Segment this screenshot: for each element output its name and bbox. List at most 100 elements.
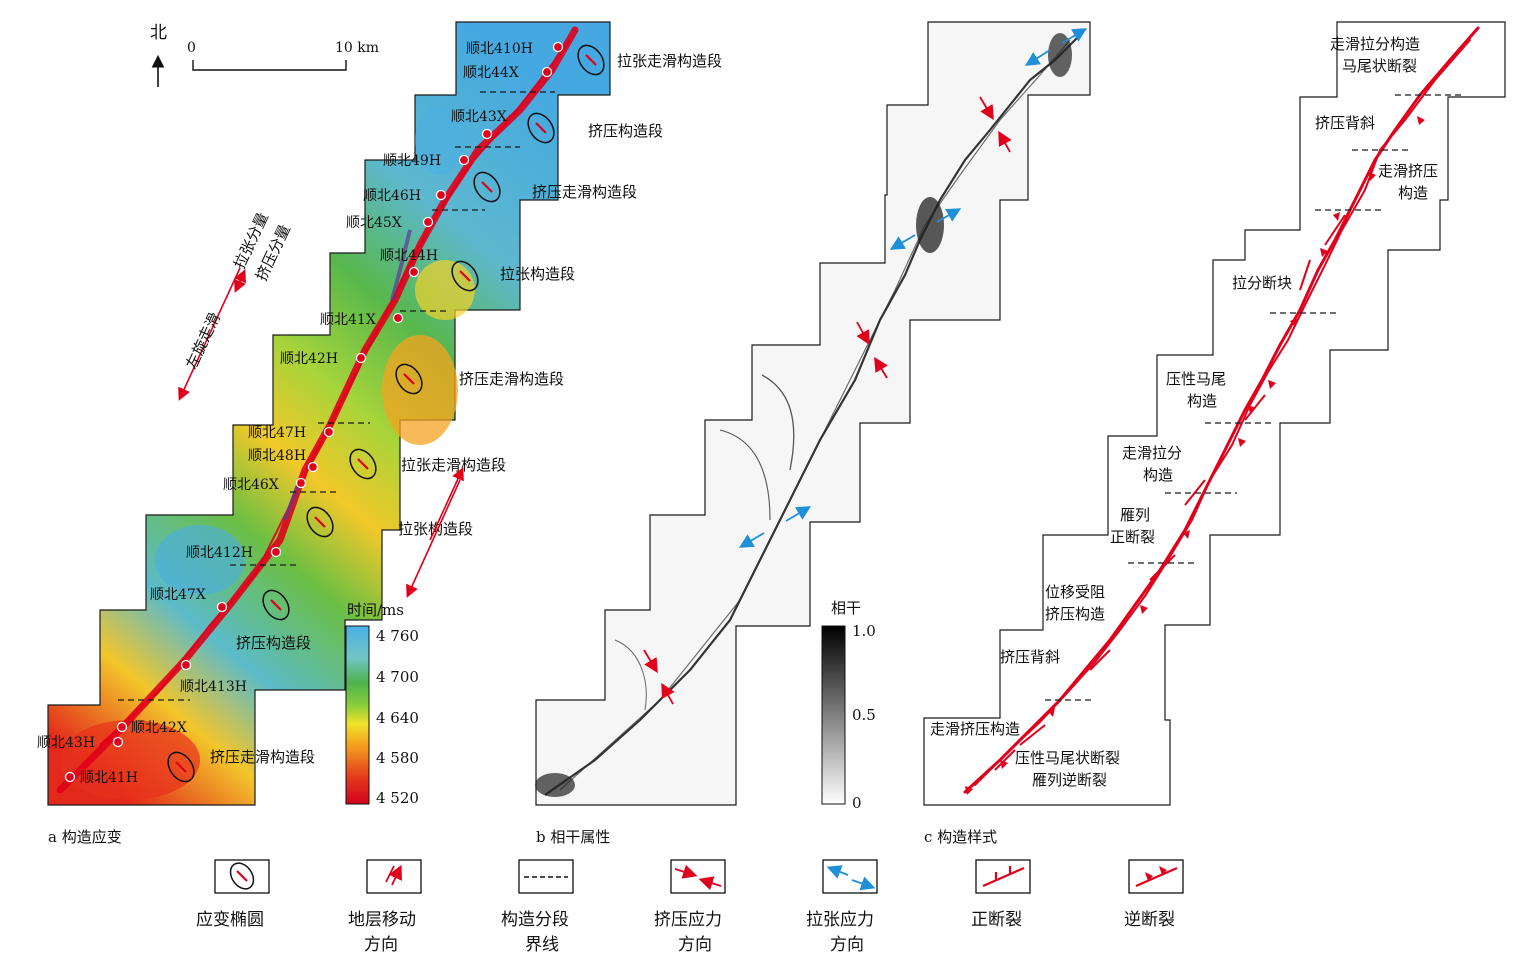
legend-label: 地层移动	[348, 910, 416, 930]
legend-label: 正断裂	[971, 910, 1022, 930]
style-label: 构造	[1143, 466, 1173, 484]
well-label: 顺北47H	[248, 425, 306, 441]
style-label: 构造	[1187, 392, 1217, 410]
well-markers	[64, 41, 564, 783]
style-label: 构造	[1398, 184, 1428, 202]
strain-ellipse	[473, 171, 501, 203]
panel-c-map	[923, 21, 1506, 806]
colorbar-coherence-title: 相干	[831, 599, 861, 617]
panel-b-caption: b 相干属性	[536, 828, 610, 846]
legend: 应变椭圆 地层移动 方向 构造分段 界线 挤压应力 方向 拉张应力 方向 正断裂…	[196, 859, 1184, 955]
compression-arrow	[856, 321, 870, 346]
strain-ellipse	[306, 506, 334, 538]
coherence-lineament	[719, 429, 771, 521]
strain-ellipse	[395, 363, 423, 395]
segment-label: 拉张构造段	[500, 265, 575, 283]
fault-ticks	[965, 116, 1425, 795]
strain-ellipses	[167, 44, 605, 783]
coherence-lineament	[614, 639, 647, 711]
segment-boundaries-c	[1045, 94, 1462, 701]
style-label: 正断裂	[1110, 528, 1155, 546]
north-arrow: 北	[150, 23, 167, 87]
scale-bar: 0 10 km	[187, 40, 379, 71]
well-marker	[216, 601, 228, 613]
well-marker	[541, 66, 553, 78]
tension-arrow	[1061, 28, 1088, 44]
strain-ellipse	[349, 448, 377, 480]
compression-arrow	[874, 356, 888, 379]
well-marker	[307, 461, 319, 473]
colorbar-coherence: 相干 1.0 0.5 0	[821, 599, 876, 812]
well-marker	[481, 128, 493, 140]
well-marker	[422, 216, 434, 228]
panel-c-caption: c 构造样式	[924, 828, 997, 846]
well-marker	[116, 721, 128, 733]
colorbar-time: 时间/ms 4 760 4 700 4 640 4 580 4 520	[345, 601, 419, 807]
legend-label: 应变椭圆	[196, 910, 264, 930]
well-marker	[408, 266, 420, 278]
well-label: 顺北41X	[320, 312, 376, 328]
coherence-dark-zone	[916, 197, 944, 253]
well-marker	[64, 771, 76, 783]
well-label: 顺北42X	[131, 720, 187, 736]
strain-ellipse	[167, 751, 195, 783]
well-label: 顺北45X	[346, 215, 402, 231]
legend-label: 拉张应力	[806, 910, 874, 930]
legend-label: 方向	[678, 935, 712, 955]
cool-zone	[155, 525, 245, 595]
panel-a-caption: a 构造应变	[48, 828, 122, 846]
left-lateral-label: 左旋走滑	[182, 310, 224, 372]
well-label: 顺北44H	[380, 248, 438, 264]
well-marker	[112, 736, 124, 748]
compression-arrow	[661, 682, 675, 705]
style-label: 走滑拉分	[1122, 444, 1182, 462]
north-label: 北	[150, 23, 167, 43]
well-label: 顺北43H	[37, 735, 95, 751]
strain-ellipse	[527, 112, 555, 144]
panel-a-map-area	[47, 21, 611, 806]
compression-arrow	[643, 649, 658, 674]
style-label: 雁列	[1120, 506, 1150, 524]
panel-c-outline	[923, 21, 1506, 806]
well-label: 顺北44X	[463, 65, 519, 81]
well-label: 顺北46H	[363, 188, 421, 204]
segment-label: 拉张走滑构造段	[401, 456, 506, 474]
well-label: 顺北46X	[223, 477, 279, 493]
coherence-lineament	[761, 374, 795, 471]
colorbar-tick: 4 640	[376, 709, 419, 727]
well-label: 顺北413H	[180, 679, 247, 695]
well-marker	[323, 426, 335, 438]
compression-arrow	[998, 130, 1012, 153]
segment-boundaries-a	[118, 91, 555, 701]
coherence-tick: 0.5	[852, 706, 876, 724]
well-label: 顺北42H	[280, 351, 338, 367]
tension-arrow	[936, 208, 962, 223]
legend-label: 逆断裂	[1124, 910, 1175, 930]
segment-label: 挤压构造段	[236, 634, 311, 652]
colorbar-tick: 4 580	[376, 749, 419, 767]
well-marker	[355, 352, 367, 364]
scale-end: 10 km	[335, 40, 379, 56]
legend-label: 构造分段	[501, 910, 569, 930]
legend-box-tension	[822, 859, 878, 894]
style-label: 马尾状断裂	[1342, 57, 1417, 75]
legend-strain-ellipse-icon	[229, 862, 255, 890]
well-marker	[270, 546, 282, 558]
style-label: 雁列逆断裂	[1032, 771, 1107, 789]
well-label: 顺北48H	[248, 448, 306, 464]
style-label: 挤压背斜	[1000, 648, 1060, 666]
well-marker	[552, 41, 564, 53]
structural-style-labels: 走滑拉分构造 马尾状断裂 挤压背斜 走滑挤压 构造 拉分断块 压性马尾 构造 走…	[930, 35, 1438, 789]
segment-label: 挤压走滑构造段	[210, 748, 315, 766]
style-label: 压性马尾	[1166, 370, 1226, 388]
legend-reverse-fault-icon	[1135, 866, 1178, 888]
coherence-dark-zone	[535, 773, 575, 797]
fault-system-main	[963, 26, 1480, 794]
tension-arrow	[785, 506, 812, 522]
well-marker	[180, 659, 192, 671]
style-label: 拉分断块	[1232, 274, 1292, 292]
legend-box-compression	[670, 859, 726, 894]
colorbar-time-title: 时间/ms	[347, 601, 404, 619]
coherence-dark-zone	[1048, 33, 1072, 77]
